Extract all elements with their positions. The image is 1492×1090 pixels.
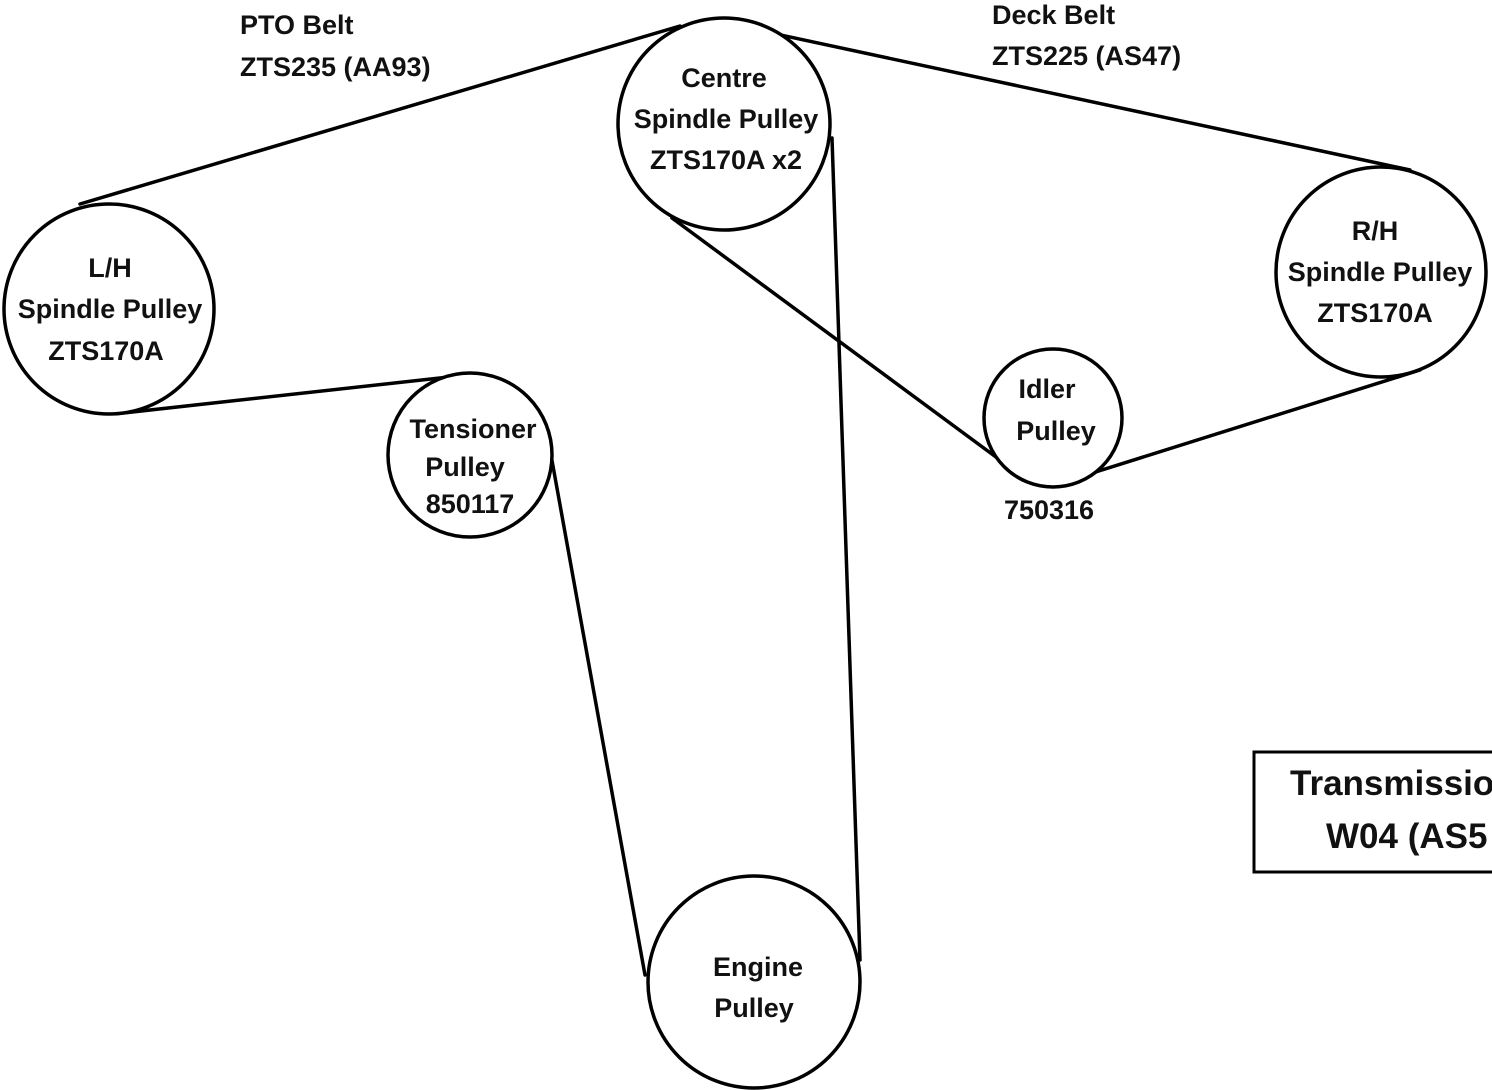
lh-spindle-pulley-circle <box>2 202 216 416</box>
rh-pulley-line1: R/H <box>1352 216 1399 246</box>
pto-belt-centre-engine-run <box>830 136 862 962</box>
deck-belt-part: ZTS225 (AS47) <box>992 41 1181 71</box>
tensioner-pulley-line2: Pulley <box>425 452 505 482</box>
centre-pulley-line2: Spindle Pulley <box>634 104 819 134</box>
pto-belt-title: PTO Belt <box>240 10 354 40</box>
lh-pulley-line2: Spindle Pulley <box>18 294 203 324</box>
pto-belt <box>78 24 862 977</box>
idler-pulley-part: 750316 <box>1004 495 1094 525</box>
pto-belt-top-run <box>78 24 682 206</box>
idler-pulley-circle <box>982 347 1124 489</box>
tensioner-pulley-circle <box>386 371 554 539</box>
deck-belt-title: Deck Belt <box>992 0 1115 30</box>
deck-belt-top-run <box>718 20 1412 172</box>
engine-pulley-line2: Pulley <box>714 993 794 1023</box>
deck-belt <box>670 20 1422 477</box>
transmission-box-line2: W04 (AS5 <box>1326 817 1487 856</box>
centre-pulley-line1: Centre <box>681 63 767 93</box>
deck-belt-rh-idler-run <box>1084 368 1422 477</box>
pto-belt-engine-tensioner-run <box>549 453 647 977</box>
lh-pulley-line3: ZTS170A <box>48 336 164 366</box>
pto-belt-part: ZTS235 (AA93) <box>240 52 431 82</box>
idler-pulley-line1: Idler <box>1018 374 1076 404</box>
engine-pulley-circle <box>646 874 862 1090</box>
transmission-box-line1: Transmissio <box>1290 764 1492 803</box>
idler-pulley-line2: Pulley <box>1016 416 1096 446</box>
lh-pulley-line1: L/H <box>88 253 132 283</box>
rh-pulley-line2: Spindle Pulley <box>1288 257 1473 287</box>
centre-pulley-line3: ZTS170A x2 <box>650 145 802 175</box>
engine-pulley-line1: Engine <box>713 952 803 982</box>
deck-belt-idler-centre-run <box>670 216 1002 462</box>
rh-pulley-line3: ZTS170A <box>1317 298 1433 328</box>
transmission-belt-box: Transmissio W04 (AS5 <box>1252 750 1492 874</box>
pto-belt-tensioner-lh-run <box>121 374 460 415</box>
tensioner-pulley-line1: Tensioner <box>409 414 537 444</box>
rh-spindle-pulley-circle <box>1274 165 1488 379</box>
tensioner-pulley-line3: 850117 <box>426 489 515 519</box>
transmission-box-border <box>1252 750 1492 874</box>
centre-spindle-pulley-circle <box>616 16 832 232</box>
